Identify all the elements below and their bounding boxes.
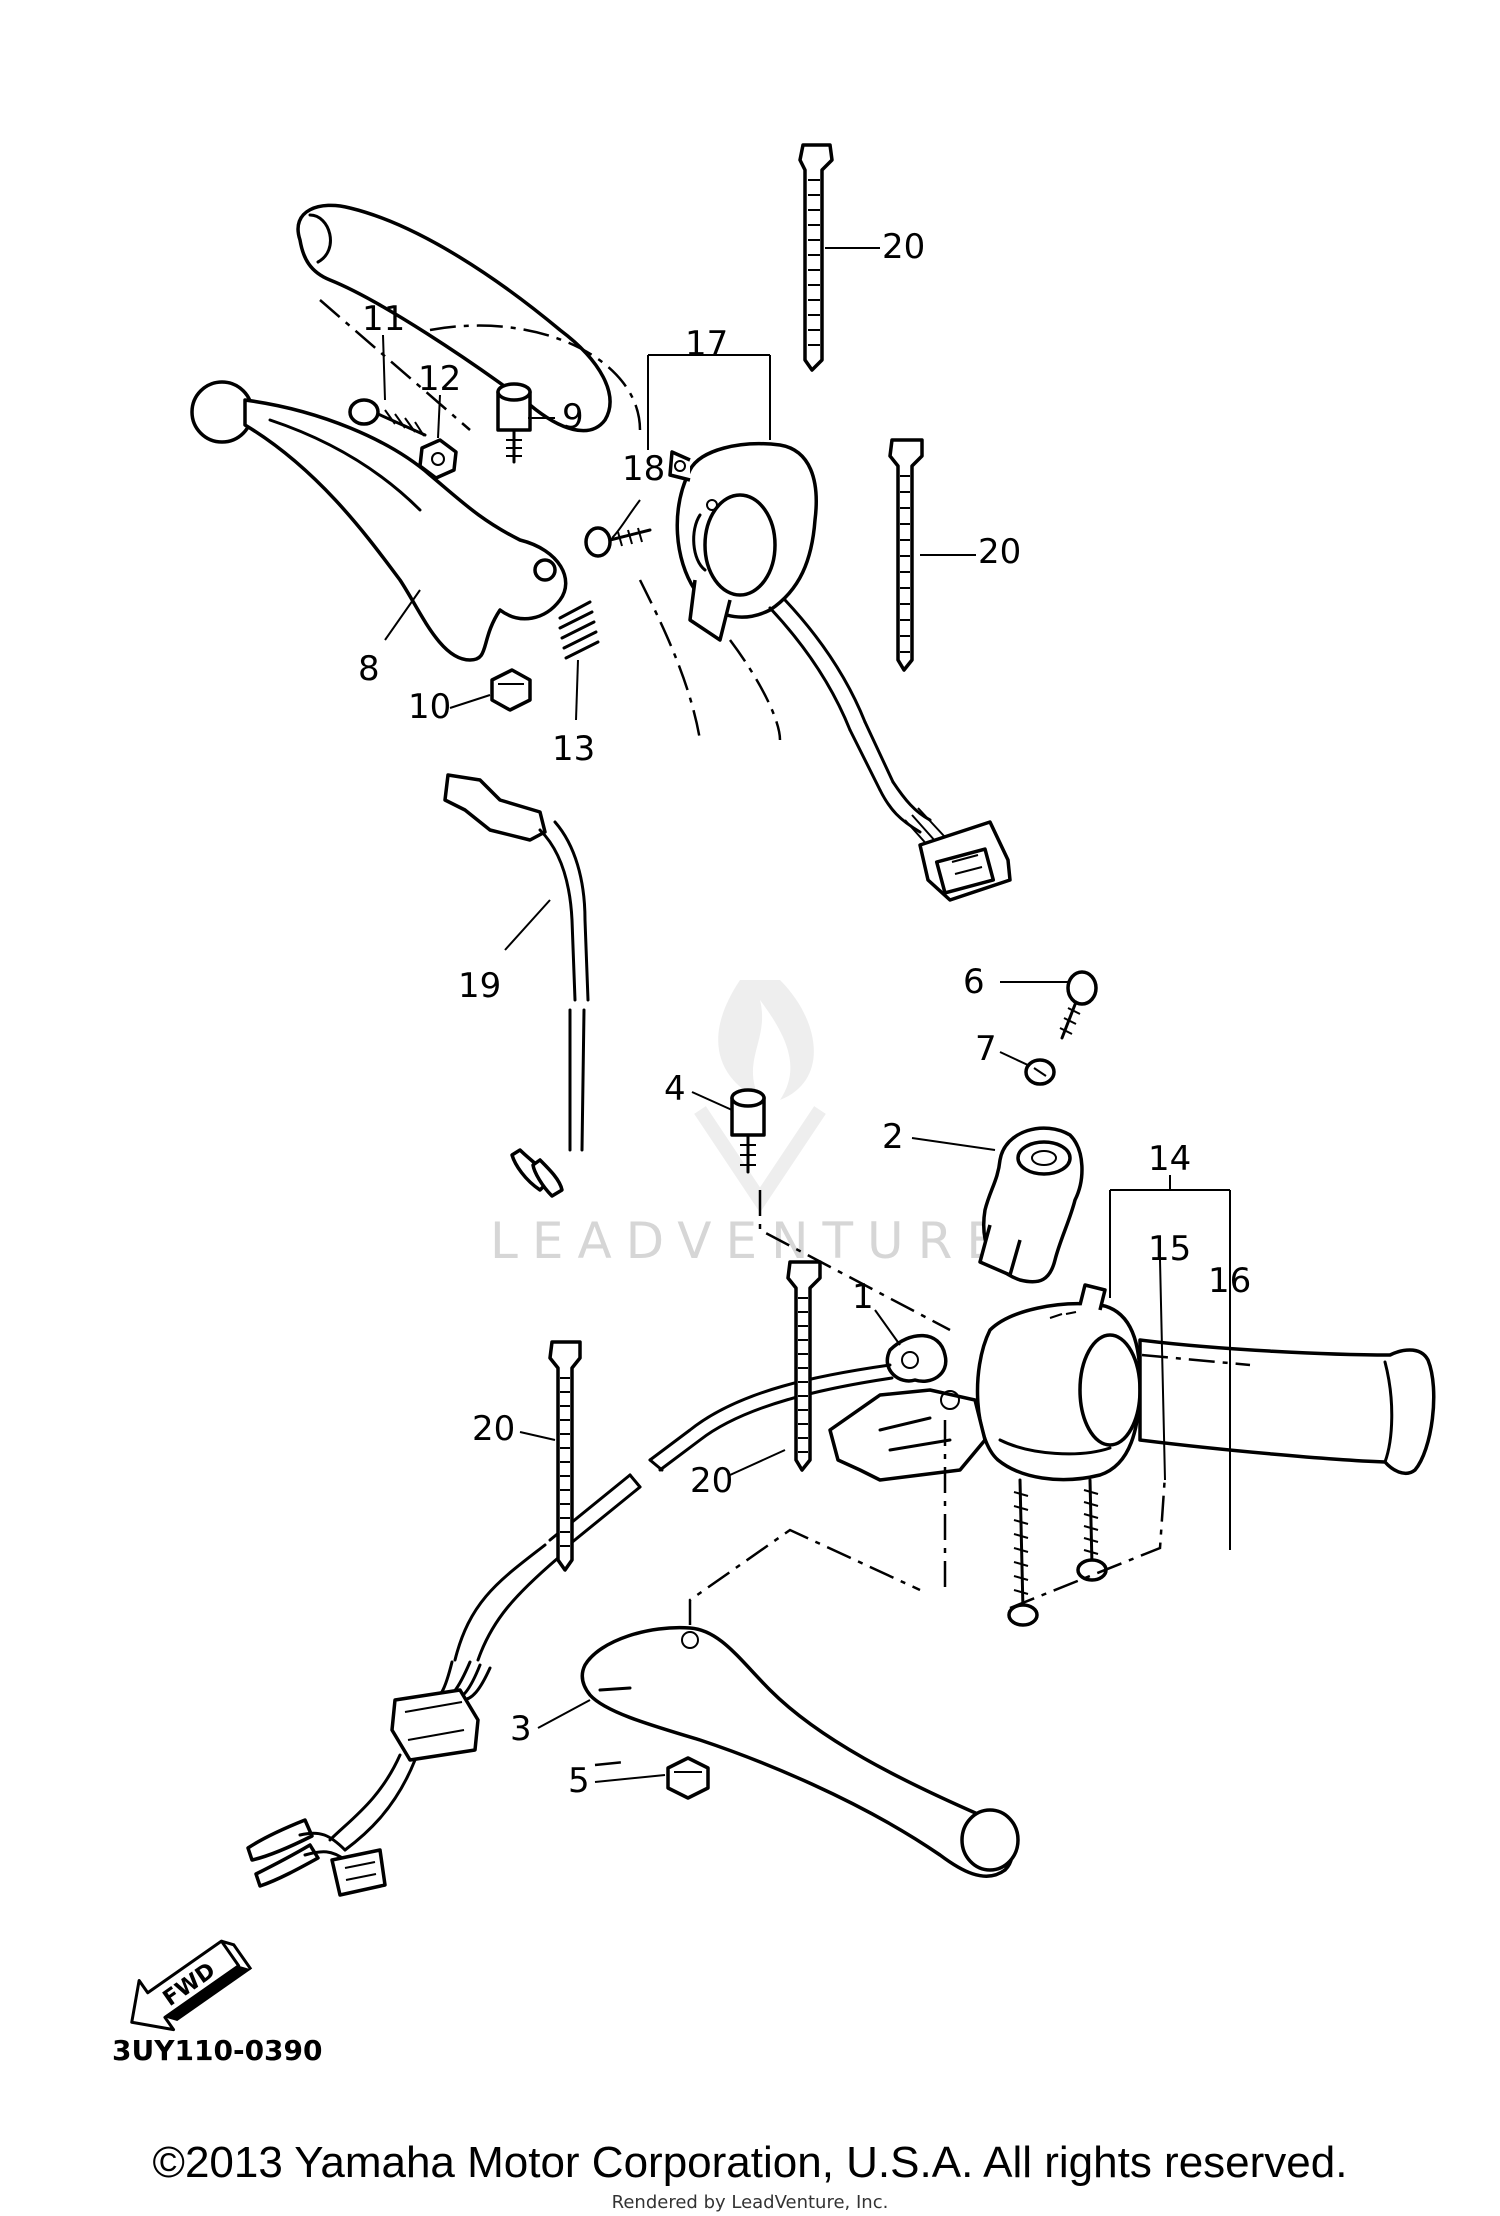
callout-5: 5	[568, 1761, 590, 1801]
right-grip	[1138, 1338, 1436, 1475]
watermark-logo	[694, 980, 826, 1213]
callout-13: 13	[552, 729, 595, 769]
watermark-text: LEADVENTURE	[490, 1212, 1012, 1270]
nut-5	[666, 1756, 710, 1800]
bolt-11	[348, 398, 427, 437]
brake-switch-1	[828, 1333, 987, 1482]
left-handlebar-switch	[668, 441, 818, 642]
callout-16: 16	[1208, 1261, 1251, 1301]
rendered-by-credit: Rendered by LeadVenture, Inc.	[611, 2192, 889, 2213]
leader-line	[728, 639, 782, 741]
callout-6: 6	[963, 962, 985, 1002]
clutch-lever	[190, 380, 568, 662]
callout-20: 20	[978, 532, 1021, 572]
leader-line	[1141, 1353, 1251, 1367]
leader-line	[594, 1760, 626, 1767]
callout-1: 1	[852, 1277, 874, 1317]
screw-15	[1076, 1478, 1108, 1582]
callout-10: 10	[408, 687, 451, 727]
right-handlebar-switch	[975, 1283, 1142, 1482]
nut-12	[418, 438, 458, 480]
right-switch-harness	[246, 1543, 560, 1897]
callout-14: 14	[1148, 1139, 1191, 1179]
left-grip	[296, 203, 612, 433]
callout-11: 11	[362, 299, 405, 339]
nut-10	[490, 668, 532, 712]
leader-line	[758, 1190, 951, 1332]
callout-12: 12	[418, 359, 461, 399]
callout-7: 7	[975, 1029, 997, 1069]
cable-tie-20-mid	[888, 438, 924, 672]
spring-13	[558, 600, 600, 660]
clutch-switch-19	[443, 773, 590, 1198]
master-cylinder-clamp-2	[978, 1126, 1084, 1284]
callout-20: 20	[882, 227, 925, 267]
leader-line	[1009, 1474, 1167, 1610]
callout-leaders	[382, 247, 1231, 1783]
leader-line	[688, 1528, 921, 1625]
left-switch-harness	[768, 598, 1012, 902]
screw-18	[584, 526, 652, 558]
figure-code: 3UY110-0390	[112, 2034, 323, 2067]
cable-tie-20-low-b	[548, 1340, 582, 1572]
callout-15: 15	[1148, 1229, 1191, 1269]
callout-19: 19	[458, 966, 501, 1006]
copyright-notice: ©2013 Yamaha Motor Corporation, U.S.A. A…	[152, 2138, 1348, 2187]
cable-tie-20-low-a	[786, 1260, 822, 1472]
fwd-arrow-icon: FWD	[130, 1939, 253, 2032]
screw-16	[1007, 1478, 1039, 1627]
callout-17: 17	[685, 324, 728, 364]
bolt-6	[1059, 970, 1098, 1040]
leader-line	[638, 579, 702, 741]
cable-tie-20-top	[798, 143, 834, 372]
brake-lever-3	[580, 1625, 1020, 1878]
leader-line	[319, 299, 471, 431]
leader-line	[429, 324, 642, 431]
callout-8: 8	[358, 649, 380, 689]
callout-20: 20	[690, 1461, 733, 1501]
callout-3: 3	[510, 1709, 532, 1749]
callout-9: 9	[562, 397, 584, 437]
callout-2: 2	[882, 1117, 904, 1157]
callout-labels: 20 20 17 11 12 9 18 8 10 13 19 6 7 4 2 1…	[358, 227, 1251, 1801]
washer-7	[1024, 1058, 1056, 1086]
callout-18: 18	[622, 449, 665, 489]
callout-4: 4	[664, 1069, 686, 1109]
callout-20: 20	[472, 1409, 515, 1449]
pin-9	[496, 382, 532, 464]
pin-4	[730, 1088, 766, 1174]
